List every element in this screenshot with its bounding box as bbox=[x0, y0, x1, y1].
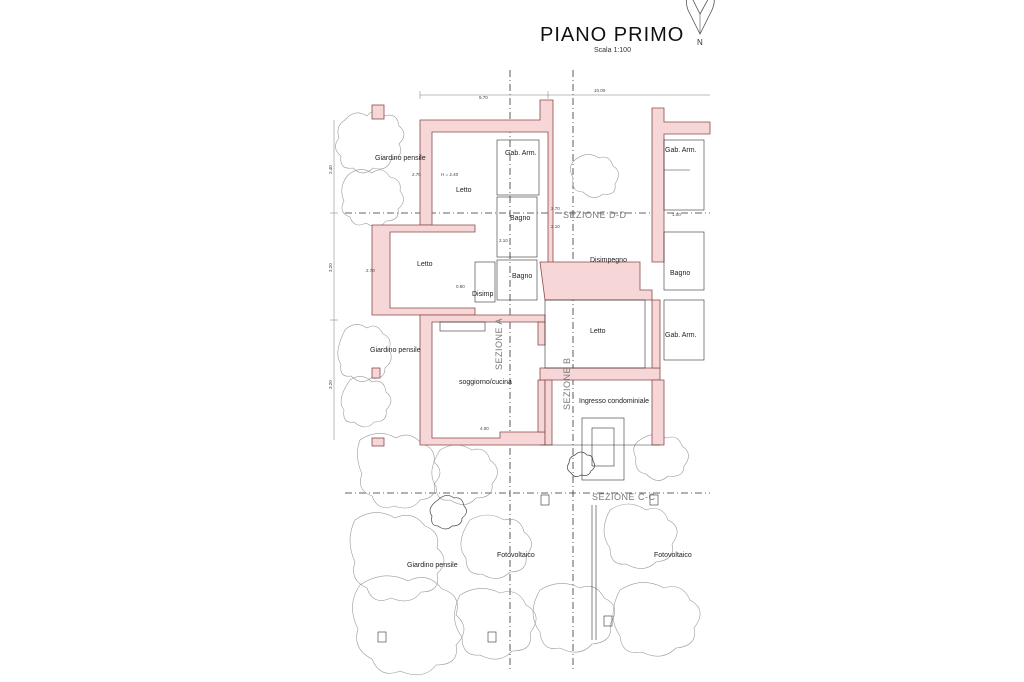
plan-scale: Scala 1:100 bbox=[594, 47, 631, 54]
room-letto-2: Letto bbox=[417, 261, 433, 268]
column-marks bbox=[377, 615, 613, 643]
top-dimension: 5.70 10.00 bbox=[419, 88, 710, 100]
svg-text:2.70: 2.70 bbox=[412, 172, 421, 177]
svg-text:3.20: 3.20 bbox=[328, 263, 333, 272]
room-disimp: Disimp bbox=[472, 291, 493, 298]
north-label: N bbox=[697, 38, 703, 47]
svg-text:2.70: 2.70 bbox=[366, 268, 375, 273]
room-giardino-1: Giardino pensile bbox=[375, 155, 426, 162]
room-bagno-3: Bagno bbox=[670, 270, 690, 277]
partitions bbox=[439, 139, 705, 640]
room-soggiorno: soggiorno/cucina bbox=[459, 379, 512, 386]
svg-text:H = 2.40: H = 2.40 bbox=[441, 172, 459, 177]
room-disimpegno: Disimpegno bbox=[590, 257, 627, 264]
svg-text:4.00: 4.00 bbox=[480, 426, 489, 431]
room-gab-arm-3: Gab. Arm. bbox=[665, 332, 697, 339]
vegetation bbox=[335, 110, 701, 676]
plan-title: PIANO PRIMO bbox=[540, 24, 684, 46]
svg-text:2.10: 2.10 bbox=[499, 238, 508, 243]
north-arrow-icon: N bbox=[686, 0, 715, 47]
svg-text:1.00: 1.00 bbox=[672, 212, 681, 217]
room-bagno-2: Bagno bbox=[512, 273, 532, 280]
section-label-b: SEZIONE B bbox=[562, 357, 572, 410]
svg-text:2.10: 2.10 bbox=[551, 224, 560, 229]
room-ingresso: Ingresso condominiale bbox=[579, 398, 649, 405]
room-bagno-1: Bagno bbox=[510, 215, 530, 222]
svg-text:2.70: 2.70 bbox=[551, 206, 560, 211]
svg-text:0.80: 0.80 bbox=[456, 284, 465, 289]
svg-text:3.20: 3.20 bbox=[328, 380, 333, 389]
room-giardino-3: Giardino pensile bbox=[407, 562, 458, 569]
room-gab-arm-1: Gab. Arm. bbox=[505, 150, 537, 157]
svg-text:10.00: 10.00 bbox=[594, 88, 606, 93]
walls bbox=[371, 99, 711, 447]
room-letto-1: Letto bbox=[456, 187, 472, 194]
room-fotovoltaico-1: Fotovoltaico bbox=[497, 552, 535, 559]
section-label-cc: SEZIONE C-C bbox=[592, 492, 656, 502]
section-label-dd: SEZIONE D-D bbox=[563, 210, 627, 220]
svg-text:2.40: 2.40 bbox=[328, 165, 333, 174]
room-giardino-2: Giardino pensile bbox=[370, 347, 421, 354]
room-dimensions: H = 2.40 2.70 2.70 2.10 2.70 2.10 4.00 1… bbox=[366, 172, 681, 431]
section-label-a: SEZIONE A bbox=[494, 318, 504, 370]
room-letto-3: Letto bbox=[590, 328, 606, 335]
room-fotovoltaico-2: Fotovoltaico bbox=[654, 552, 692, 559]
svg-text:5.70: 5.70 bbox=[479, 95, 488, 100]
left-dimension: 2.40 3.20 3.20 bbox=[328, 120, 338, 440]
room-gab-arm-2: Gab. Arm. bbox=[665, 147, 697, 154]
